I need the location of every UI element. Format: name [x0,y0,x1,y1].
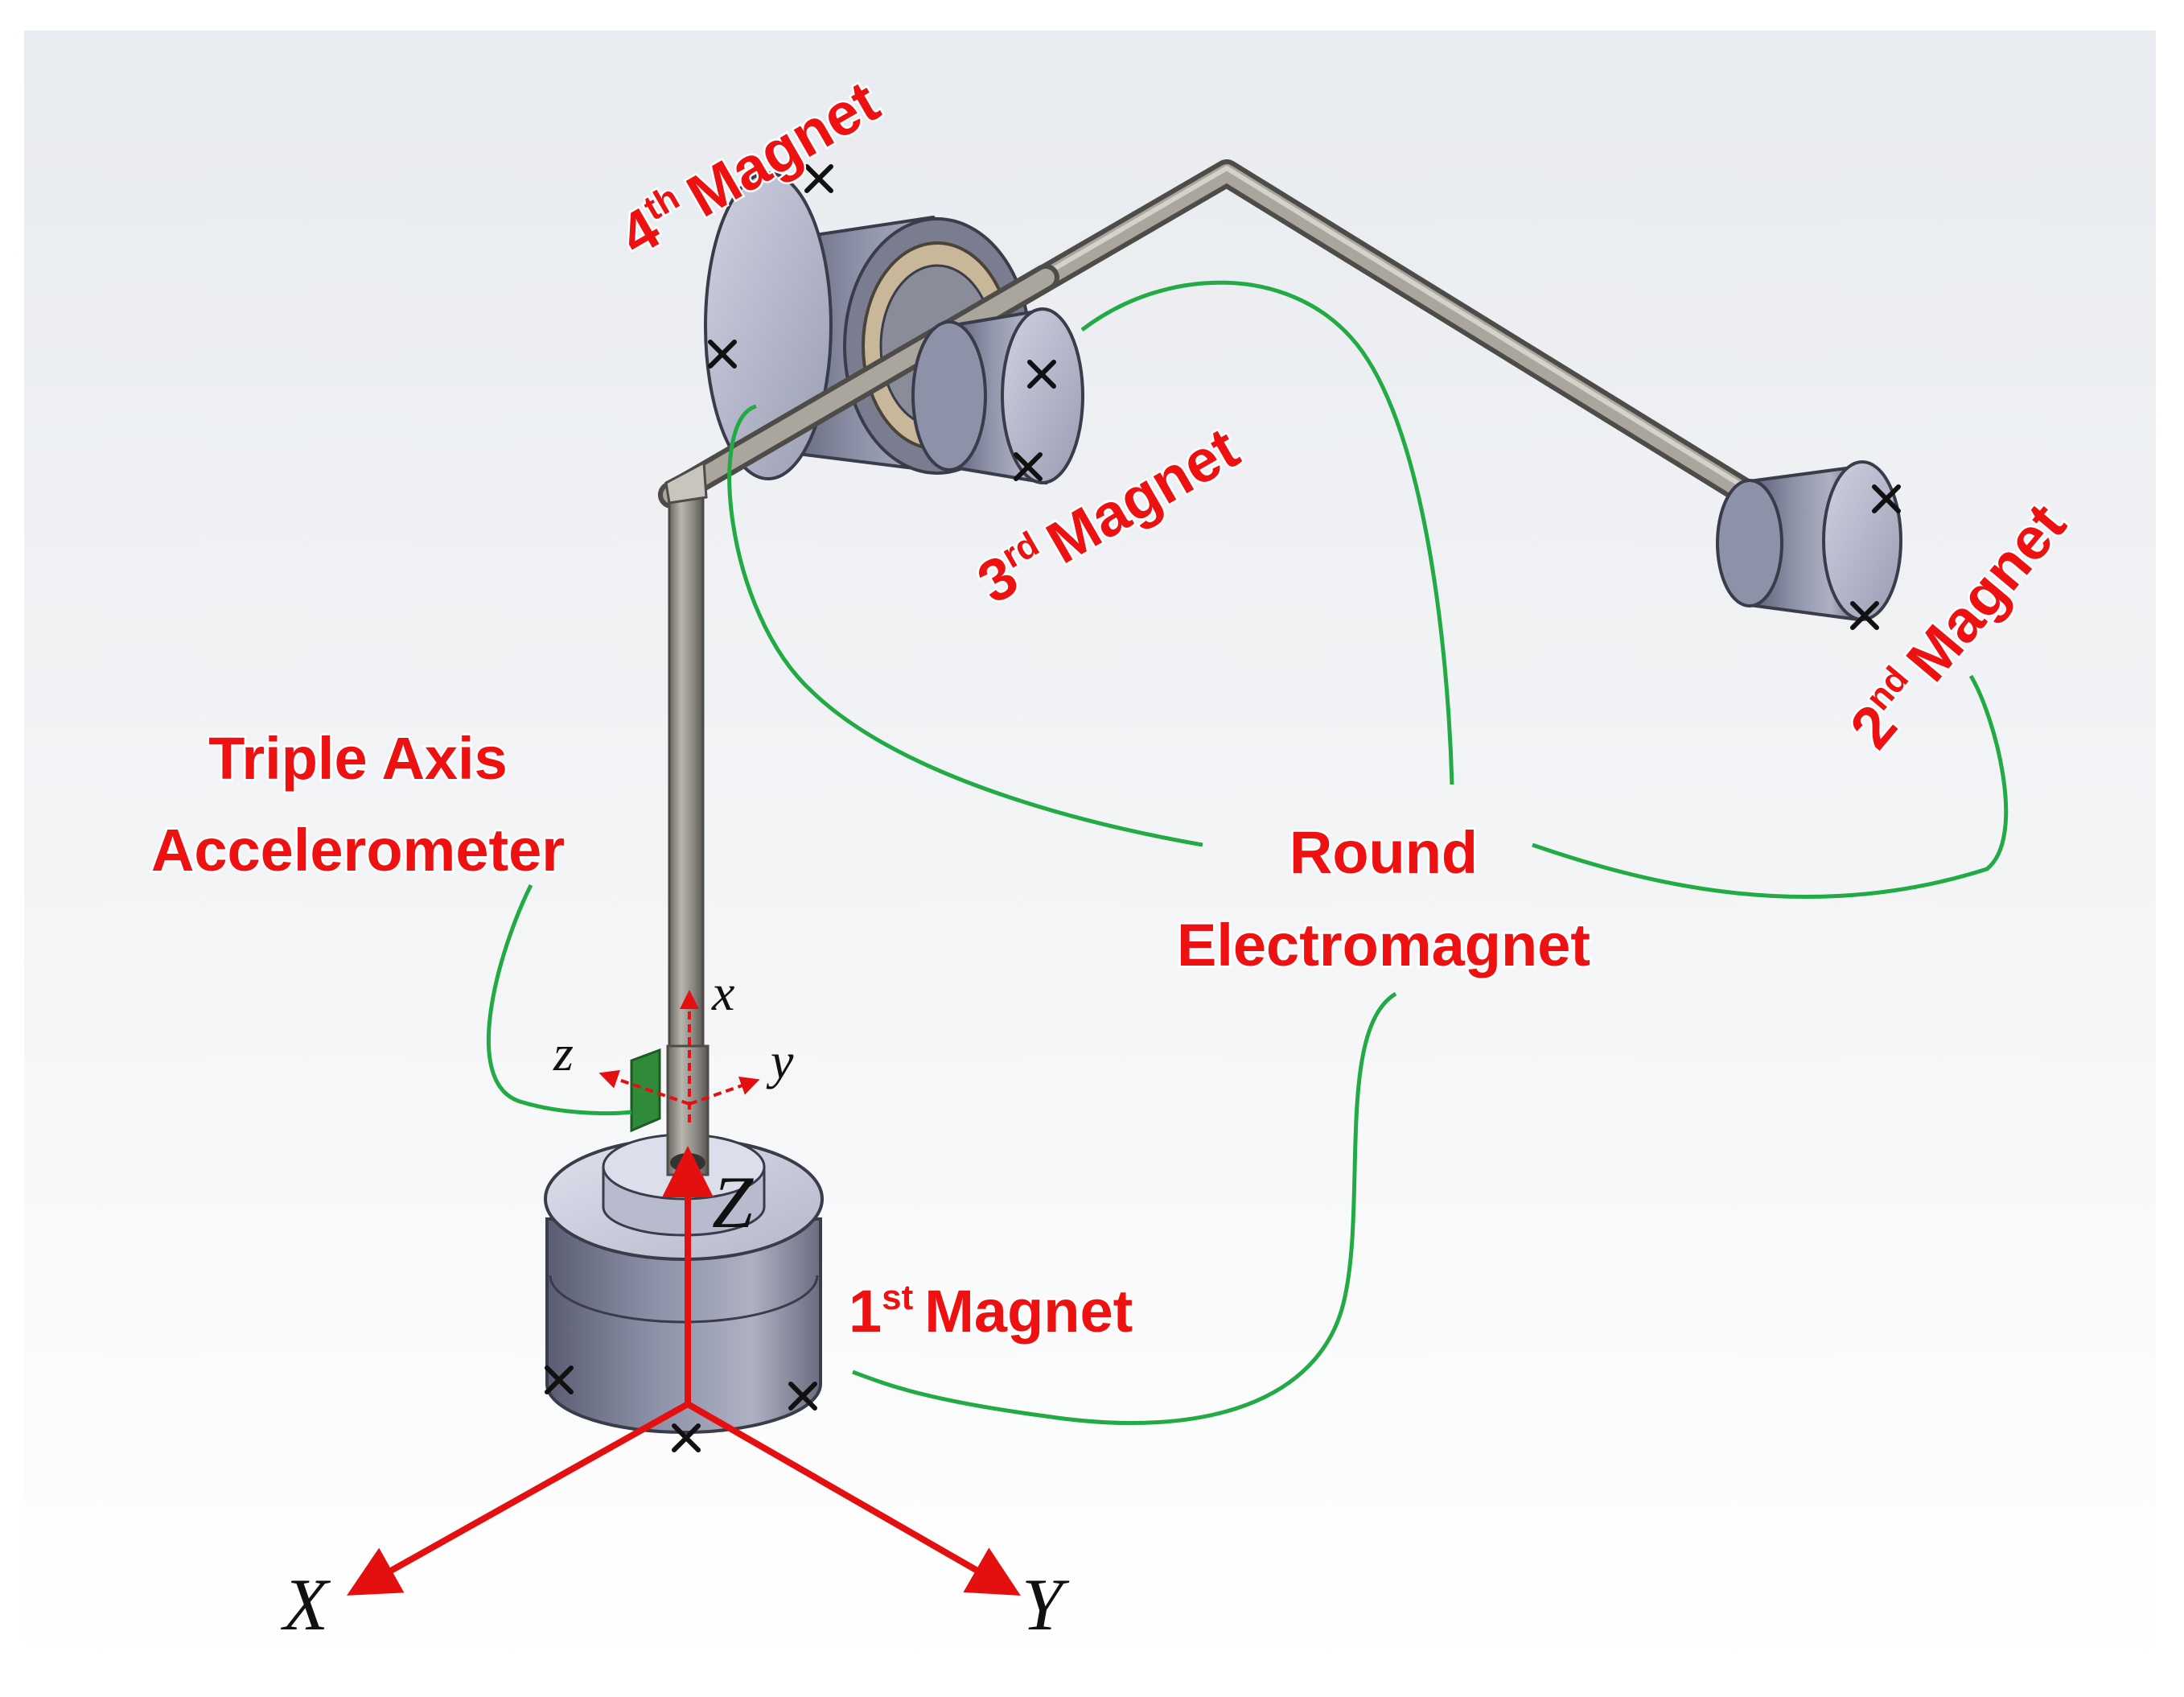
global-y-label: Y [1022,1563,1070,1646]
leader-accelerometer [487,884,632,1116]
local-y-arrow [689,1076,760,1106]
magnet-1-base [544,1133,824,1434]
leader-electromagnet-3 [727,404,1203,847]
leader-electromagnet-1 [852,991,1397,1425]
marker-m3-top [1027,360,1056,389]
local-x-label: x [711,964,734,1021]
global-x-label: X [280,1563,331,1646]
label-electromagnet-line1: Round [1289,819,1478,886]
global-z-label: Z [712,1161,754,1243]
global-y-arrow [686,1401,1021,1596]
leader-electromagnet-3b [1080,280,1454,785]
local-axes [598,990,760,1122]
leader-lines [487,280,2009,1425]
marker-m1-left [545,1365,574,1394]
local-z-label: z [553,1024,574,1081]
label-accelerometer-line2: Accelerometer [151,817,565,884]
local-z-arrow [598,1069,690,1106]
marker-m4-top [804,164,833,193]
marker-m2-bottom [1850,601,1879,630]
marker-m1-right [788,1382,817,1411]
marker-m4-side [708,340,737,369]
marker-m3-bottom [1014,452,1043,481]
marker-m1-bottom [672,1423,701,1452]
magnet-2-electromagnet [1716,460,1902,622]
marker-crosses [545,164,1901,1452]
local-y-label: y [766,1032,794,1089]
marker-m2-top [1872,484,1901,513]
global-axes [347,1146,1021,1596]
label-electromagnet-line2: Electromagnet [1177,912,1590,978]
leader-electromagnet-2 [1532,674,2009,900]
background-panel [24,31,2156,1672]
global-x-arrow [347,1401,689,1596]
label-accelerometer-line1: Triple Axis [208,725,508,792]
magnet-3-electromagnet [911,307,1084,485]
